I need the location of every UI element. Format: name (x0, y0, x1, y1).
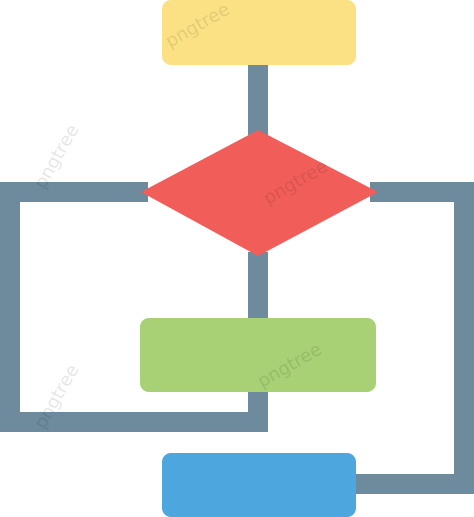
watermark-text: pngtree (30, 121, 83, 193)
connector-right-loop (353, 182, 474, 494)
end-box (162, 453, 356, 517)
start-box (162, 0, 356, 65)
decision-diamond (141, 130, 378, 256)
connector-left-loop (0, 182, 268, 432)
connector-lines (0, 64, 474, 494)
process-box (140, 318, 376, 392)
